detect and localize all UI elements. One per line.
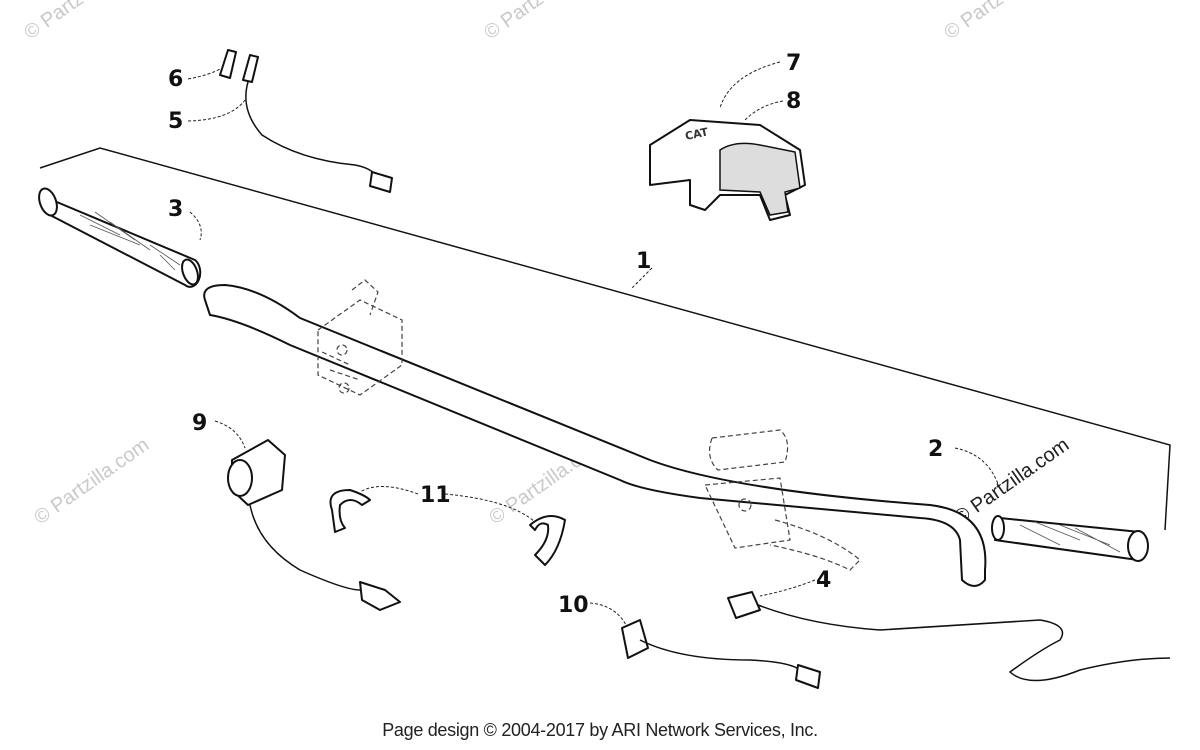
brake-master-cylinder [704, 429, 861, 571]
contact-pair [219, 49, 259, 83]
callout-7: 7 [786, 51, 801, 76]
callout-11: 11 [420, 483, 451, 508]
handlebar [203, 284, 987, 587]
callout-9: 9 [192, 411, 207, 436]
callout-1: 1 [636, 249, 651, 274]
watermark-top-center: © Partz [480, 0, 547, 44]
wire-tie-clamps [329, 489, 566, 566]
watermark-right: © Partzilla.com [950, 434, 1073, 529]
grip-heater-element [727, 591, 1171, 682]
left-control-housing [317, 279, 403, 396]
watermark-top-right: © Partz [940, 0, 1007, 44]
callout-6: 6 [168, 67, 183, 92]
callout-3: 3 [168, 197, 183, 222]
kill-switch [621, 619, 821, 689]
callout-labels: 1 2 3 4 5 6 7 8 9 10 11 [168, 51, 943, 618]
assembly-outline [39, 147, 1171, 531]
callout-10: 10 [558, 593, 589, 618]
callout-4: 4 [816, 568, 831, 593]
watermark-left: © Partzilla.com [30, 434, 153, 529]
leader-lines [187, 61, 1001, 626]
callout-8: 8 [786, 89, 801, 114]
left-grip [38, 187, 202, 288]
callout-5: 5 [168, 109, 183, 134]
page-footer: Page design © 2004-2017 by ARI Network S… [382, 720, 818, 740]
thumb-warmer-lead [245, 81, 393, 193]
handlebar-switch [227, 439, 401, 611]
watermark-top-left: © Partz [20, 0, 87, 44]
callout-2: 2 [928, 437, 943, 462]
right-grip [991, 515, 1149, 562]
brand-emblem-icon: CAT [684, 125, 710, 143]
throttle-block: CAT [649, 119, 806, 221]
